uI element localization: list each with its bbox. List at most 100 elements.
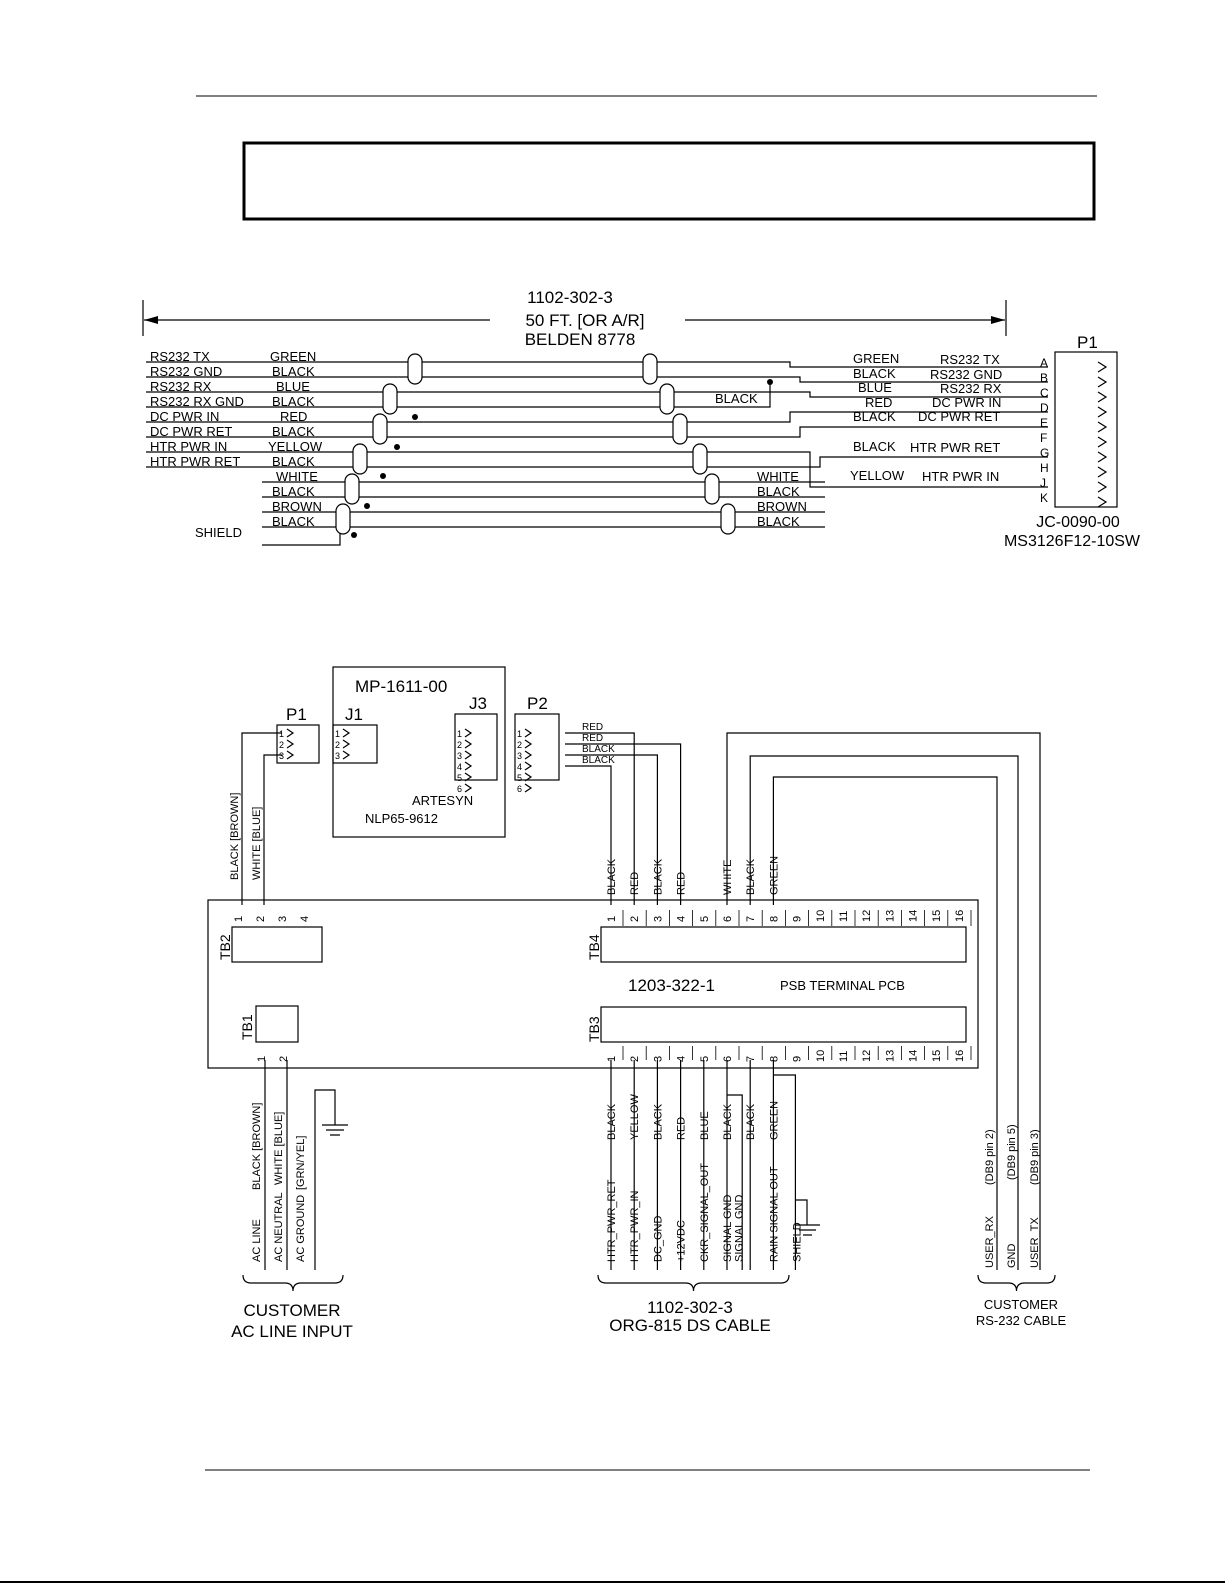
right-signal-label: HTR PWR RET xyxy=(910,440,1000,455)
tb2-wire-2 xyxy=(263,754,282,905)
p2-color-label: BLACK xyxy=(582,755,615,766)
ac-wire-label: [GRN/YEL] xyxy=(295,1136,307,1190)
connector-pin-number: 5 xyxy=(457,773,462,783)
connector-pin-stub xyxy=(342,750,351,760)
left-color-labels: GREENBLACKBLUEBLACKREDBLACKYELLOWBLACKWH… xyxy=(268,349,323,529)
tb4-terminal-number: 1 xyxy=(606,916,618,922)
connector-pin-number: 3 xyxy=(335,751,340,761)
connector-pin-stub xyxy=(524,783,533,793)
tb4-terminal-number: 13 xyxy=(884,910,896,922)
left-signal-label: RS232 RX xyxy=(150,379,212,394)
tb4-white-wire xyxy=(726,732,1041,1270)
connector-pin-number: 2 xyxy=(335,740,340,750)
tb1-terminal-number: 2 xyxy=(278,1056,290,1062)
left-signal-label: DC PWR IN xyxy=(150,409,219,424)
p2-plug xyxy=(514,713,560,781)
tb4-terminal-block xyxy=(600,926,967,963)
right-color-label: YELLOW xyxy=(850,468,905,483)
p1-connector-label: P1 xyxy=(1077,333,1098,352)
shield-tie-dot xyxy=(364,503,370,509)
connector-pin-stub xyxy=(464,772,473,782)
left-color-label: WHITE xyxy=(276,469,318,484)
ac-wire-label: WHITE [BLUE] xyxy=(273,1112,285,1185)
tb4-terminal-number: 12 xyxy=(861,910,873,922)
tb4-terminal-number: 16 xyxy=(954,910,966,922)
cable-wire-run xyxy=(300,456,1048,468)
right-color-label: BROWN xyxy=(757,499,807,514)
twisted-pair-right-oval xyxy=(672,413,688,445)
right-color-label: RED xyxy=(865,395,892,410)
j1-jack xyxy=(332,724,378,764)
connector-pin-number: 3 xyxy=(517,751,522,761)
ac-wire-label: AC LINE xyxy=(251,1219,263,1262)
terminal-pcb-outline xyxy=(207,899,979,1069)
connector-pin-number: 2 xyxy=(457,740,462,750)
p1-pin-letter: A xyxy=(1040,356,1048,370)
note-box xyxy=(242,141,1096,221)
tb1-terminal-number: 1 xyxy=(256,1056,268,1062)
ds-cable-brace xyxy=(597,1274,790,1292)
p1-pin-socket xyxy=(1097,361,1108,373)
left-signal-label: HTR PWR IN xyxy=(150,439,227,454)
connector-pin-stub xyxy=(464,750,473,760)
p1-pin-socket xyxy=(1097,421,1108,433)
tb3-wire-signal: SIGNAL GND xyxy=(722,1195,734,1262)
twisted-pair-left-oval xyxy=(352,443,368,475)
cable-wire-run xyxy=(300,382,771,408)
board-name: PSB TERMINAL PCB xyxy=(780,978,905,993)
connector-pin-number: 5 xyxy=(517,773,522,783)
tb3-wire-color: BLACK xyxy=(722,1103,734,1140)
tb3-wire-color: GREEN xyxy=(768,1101,780,1140)
connector-pin-number: 2 xyxy=(279,740,284,750)
shield-ground-wire xyxy=(795,1199,808,1225)
right-signal-label: HTR PWR IN xyxy=(922,469,999,484)
left-color-label: RED xyxy=(280,409,307,424)
connector-part-number: JC-0090-00 xyxy=(1036,514,1120,531)
tb2-terminal-number: 4 xyxy=(299,916,311,922)
tb2-label: TB2 xyxy=(217,934,233,960)
right-color-label: BLUE xyxy=(858,380,892,395)
connector-pin-stub xyxy=(286,739,295,749)
connector-pin-stub xyxy=(286,728,295,738)
tb4-terminal-number: 5 xyxy=(699,916,711,922)
ac-wire-label: BLACK [BROWN] xyxy=(251,1103,263,1190)
tb2-terminal-number: 1 xyxy=(233,916,245,922)
p2-color-label: RED xyxy=(582,722,603,733)
right-color-label: WHITE xyxy=(757,469,799,484)
tb2-terminal-block xyxy=(231,926,323,963)
tb4-wire-label: RED xyxy=(676,872,688,895)
tb3-label: TB3 xyxy=(586,1016,602,1042)
twisted-pair-right-oval xyxy=(704,473,720,505)
cable-wire-run xyxy=(300,376,1048,383)
customer-rs232-title: CUSTOMER xyxy=(984,1297,1058,1312)
left-color-label: BLACK xyxy=(272,514,315,529)
p1-pin-socket xyxy=(1097,376,1108,388)
tb4-wire-label: GREEN xyxy=(768,856,780,895)
j1-jack-label: J1 xyxy=(345,705,363,724)
tb3-wire-signal: DC_GND xyxy=(652,1215,664,1262)
p2-color-label: BLACK xyxy=(582,744,615,755)
shield-tie-dot xyxy=(380,473,386,479)
tb3-wire-signal: SIGNAL GND xyxy=(734,1195,746,1262)
cable-type: BELDEN 8778 xyxy=(525,330,636,349)
connector-pin-number: 1 xyxy=(279,729,284,739)
jumper-junction-dot xyxy=(767,379,773,385)
connector-pin-stub xyxy=(524,772,533,782)
twisted-pair-right-oval xyxy=(659,383,675,415)
left-color-label: BLUE xyxy=(276,379,310,394)
p1-pin-letter: B xyxy=(1040,371,1048,385)
connector-pin-number: 6 xyxy=(517,784,522,794)
power-supply-model: NLP65-9612 xyxy=(365,811,438,826)
twisted-pair-left-oval xyxy=(382,383,398,415)
tb3-terminal-number: 16 xyxy=(954,1050,966,1062)
tb4-terminal-number: 7 xyxy=(745,916,757,922)
shield-tie-dot xyxy=(351,532,357,538)
tb4-label: TB4 xyxy=(586,934,602,960)
shield-label: SHIELD xyxy=(195,525,242,540)
p1-pin-letter: H xyxy=(1040,461,1049,475)
twisted-pair-right-oval xyxy=(642,353,658,385)
p1-pin-socket xyxy=(1097,496,1108,508)
